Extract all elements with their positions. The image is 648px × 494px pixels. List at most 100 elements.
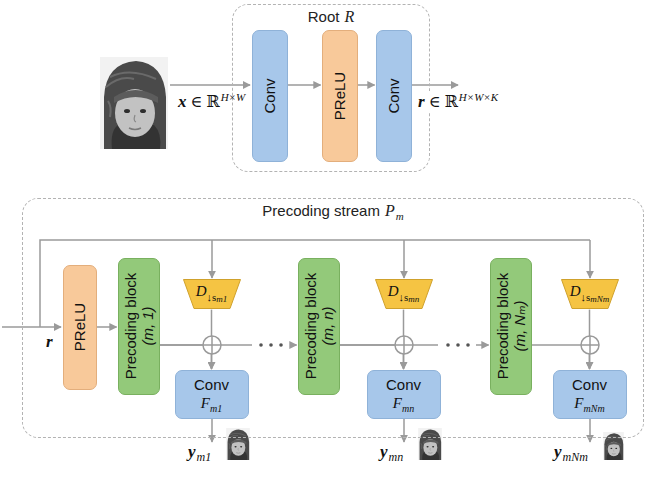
label-group: ymn [380,442,403,465]
operator-subscript: mNm [584,402,605,413]
operator-subscript: ↓s [207,291,217,303]
box-label: Conv [385,78,402,113]
connector [532,345,590,369]
operator-symbol: F [201,394,210,410]
trapezoid-outline [183,280,240,309]
layer-box: Precoding block(m, Nₘ) [490,258,532,395]
math-symbol: x [178,92,187,111]
skip-arrow [211,240,213,278]
math-annotation: ∈ ℝ [429,93,458,110]
skip-arrow [403,240,405,278]
block-index: (m, 1) [139,273,156,380]
layer-box: Conv [252,30,288,162]
operator-symbol: D [196,283,207,299]
downsample-box: D↓smNm [561,279,619,309]
operator-subscript: ↓s [399,291,409,303]
group-title-symbol: P [385,202,395,219]
downsample-label: D↓smNm [561,282,619,302]
box-label: Conv [368,375,440,393]
block-index: (m, n) [319,273,336,380]
downsample-box: D↓sm1 [183,279,241,309]
block-index: (m, Nₘ) [511,273,528,380]
conv-label: ConvFm1 [176,375,248,414]
layer-box: ConvFmNm [553,370,627,419]
layer-box: Conv [376,30,412,162]
sum-symbol [395,336,413,354]
conv-label: ConvFmNm [554,375,626,414]
conv-label: ConvFmn [368,375,440,414]
rotated-label: Conv [261,78,278,113]
label-group: ym1 [188,442,211,465]
box-label: PReLU [71,303,88,351]
math-annotation: ∈ ℝ [191,93,220,110]
group-title: RootR [233,8,429,26]
output-image [226,428,250,460]
layer-box: Precoding block(m, 1) [118,258,160,395]
group-title: Precoding stream Pm [23,202,643,222]
output-arrow [412,84,458,86]
connector [288,84,321,86]
ellipsis-dots [259,343,470,347]
math-annotation: H×W×K [459,91,498,103]
connector [358,84,375,86]
math-symbol: y [188,442,196,461]
operator-symbol: D [570,283,581,299]
sum-symbol [203,336,221,354]
rotated-label: Precoding block(m, n) [301,273,336,380]
group-title-subscript: m [396,210,404,222]
group-title-symbol: R [344,8,354,25]
conv-symbol-line: Fmn [368,393,440,414]
group-title-text: Root [308,8,340,25]
group-frame: RootR Conv PReLU Conv [232,4,430,172]
box-label: Conv [554,375,626,393]
box-label: Precoding block [301,273,318,380]
connector [340,344,489,346]
operator-subsubscript: mn [408,294,419,304]
conv-symbol-line: Fm1 [176,393,248,414]
operator-subsubscript: m1 [216,294,227,304]
operator-symbol: F [393,394,402,410]
group-title-text: Precoding stream [262,202,380,219]
layer-box: ConvFm1 [175,370,249,419]
operator-subsubscript: mNm [590,294,609,304]
operator-symbol: D [388,283,399,299]
math-annotation: mn [389,450,404,464]
box-label: Conv [261,78,278,113]
math-annotation: m1 [197,450,212,464]
trapezoid-outline [561,280,618,309]
downsample-box: D↓smn [375,279,433,309]
box-label: Precoding block [121,273,138,380]
trapezoid-outline [375,280,432,309]
connector [340,345,404,369]
label-group: ymNm [554,442,588,465]
operator-subscript: mn [402,402,414,413]
downsample-label: D↓sm1 [183,282,241,302]
layer-box: Precoding block(m, n) [298,258,340,395]
output-image [418,428,442,460]
math-annotation: H×W [221,91,246,103]
group-frame: Precoding streamPmPReLUPrecoding block(m… [22,198,644,438]
input-arrow [170,84,250,86]
operator-subscript: ↓s [581,291,591,303]
label-group: r∈ ℝH×W×K [416,91,500,112]
downsample-label: D↓smn [375,282,433,302]
output-arrow [589,418,591,442]
label-group: x∈ ℝH×W [178,91,245,112]
output-image [603,432,624,460]
operator-symbol: F [574,394,583,410]
box-label: Precoding block [493,273,510,380]
layer-box: PReLU [63,265,97,390]
skip-arrow [589,240,591,278]
box-label: PReLU [331,71,348,119]
math-symbol: r [46,332,53,351]
output-arrow [211,418,213,442]
connector [97,326,117,328]
input-image [100,57,168,149]
math-symbol: y [380,442,388,461]
math-symbol: r [418,92,425,111]
output-arrow [403,418,405,442]
label-group: r [46,332,53,352]
rotated-label: Conv [385,78,402,113]
rotated-label: PReLU [331,71,348,119]
